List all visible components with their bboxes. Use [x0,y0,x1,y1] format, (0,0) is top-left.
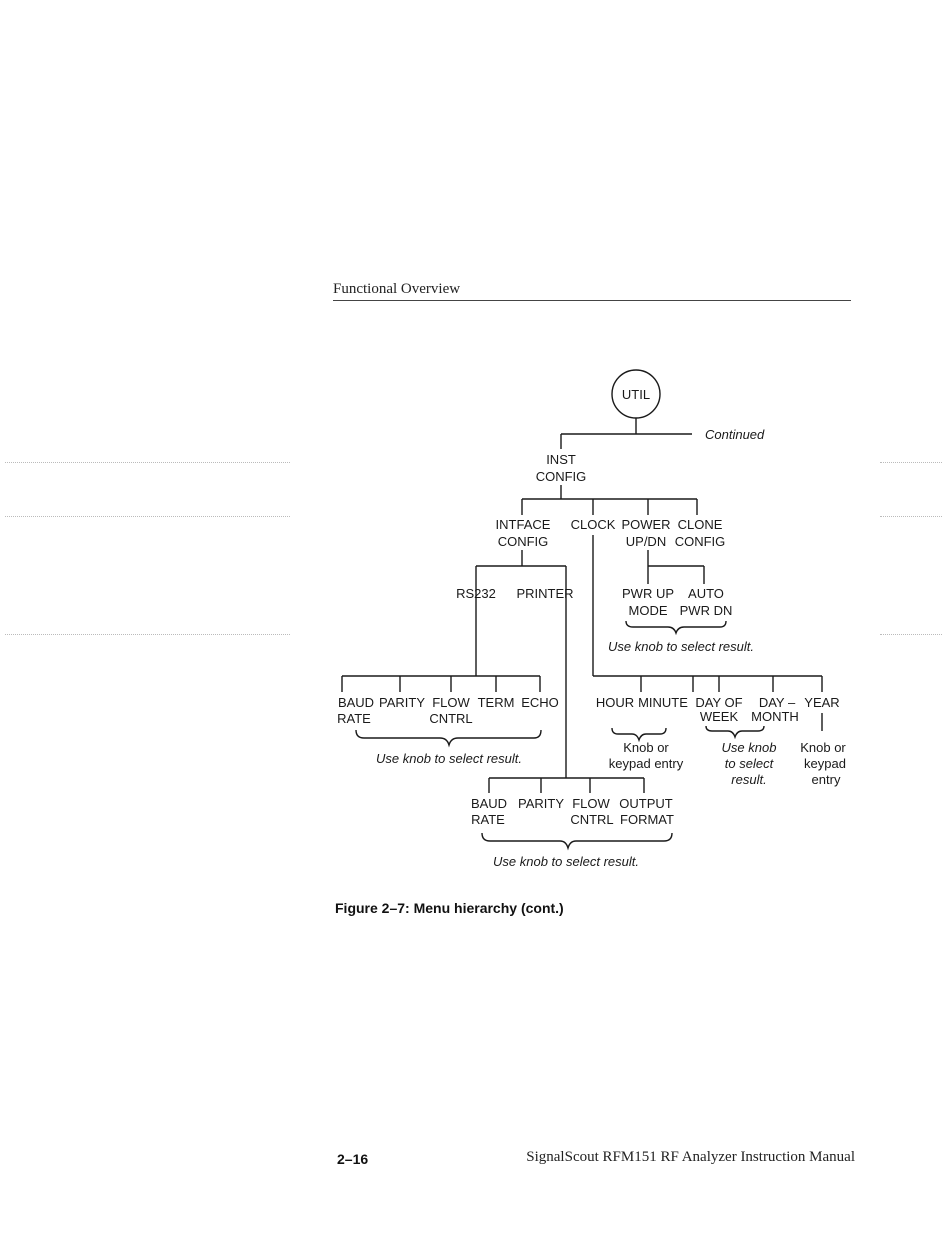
power-updn-line2: UP/DN [626,534,666,549]
clock-hour: HOUR [596,695,634,710]
note-power: Use knob to select result. [608,639,754,654]
printer-parity: PARITY [518,796,564,811]
margin-dotted-rule [5,462,290,463]
auto-pwr-dn-line2: PWR DN [680,603,733,618]
brace [481,832,673,851]
header-rule [333,300,851,301]
auto-pwr-dn-line1: AUTO [688,586,724,601]
rs232-baud-line2: RATE [337,711,371,726]
note-year-line2: keypad [804,756,846,771]
manual-title: SignalScout RFM151 RF Analyzer Instructi… [526,1149,855,1165]
rs232-flow-line1: FLOW [432,695,470,710]
inst-config-line2: CONFIG [536,469,587,484]
pwr-up-mode-line1: PWR UP [622,586,674,601]
clock-day-of-week-line1: DAY OF [695,695,742,710]
clone-config-line1: CLONE [678,517,723,532]
continued-label: Continued [705,427,765,442]
clock-label: CLOCK [571,517,616,532]
margin-dotted-rule [5,516,290,517]
pwr-up-mode-line2: MODE [629,603,668,618]
rs232-term: TERM [478,695,515,710]
note-year-line1: Knob or [800,740,846,755]
note-day-line3: result. [731,772,766,787]
rs232-flow-line2: CNTRL [429,711,472,726]
printer-label: PRINTER [516,586,573,601]
inst-config-line1: INST [546,452,576,467]
note-hour-minute-line1: Knob or [623,740,669,755]
brace [705,725,765,740]
intface-config-line1: INTFACE [496,517,551,532]
figure-caption: Figure 2–7: Menu hierarchy (cont.) [335,900,564,916]
clock-day-month-line1: DAY – [759,695,796,710]
note-year-line3: entry [812,772,841,787]
printer-flow-line2: CNTRL [570,812,613,827]
printer-flow-line1: FLOW [572,796,610,811]
clock-day-month-line2: MONTH [751,709,799,724]
page-number: 2–16 [337,1151,369,1167]
margin-dotted-rule [880,462,942,463]
section-header: Functional Overview [333,281,461,297]
brace [611,727,667,743]
printer-output-format-line2: FORMAT [620,812,674,827]
util-node-label: UTIL [622,387,650,402]
printer-baud-line2: RATE [471,812,505,827]
power-updn-line1: POWER [621,517,670,532]
printer-baud-line1: BAUD [471,796,507,811]
brace [355,729,542,748]
clone-config-line2: CONFIG [675,534,726,549]
margin-dotted-rule [880,516,942,517]
intface-config-line2: CONFIG [498,534,549,549]
brace [625,620,727,636]
rs232-baud-line1: BAUD [338,695,374,710]
rs232-parity: PARITY [379,695,425,710]
clock-day-of-week-line2: WEEK [700,709,739,724]
note-day-line2: to select [725,756,775,771]
note-day-line1: Use knob [722,740,777,755]
note-printer: Use knob to select result. [493,854,639,869]
printer-output-format-line1: OUTPUT [619,796,673,811]
rs232-echo: ECHO [521,695,559,710]
rs232-label: RS232 [456,586,496,601]
clock-year: YEAR [804,695,839,710]
margin-dotted-rule [880,634,942,635]
note-hour-minute-line2: keypad entry [609,756,684,771]
clock-minute: MINUTE [638,695,688,710]
note-rs232: Use knob to select result. [376,751,522,766]
margin-dotted-rule [5,634,290,635]
